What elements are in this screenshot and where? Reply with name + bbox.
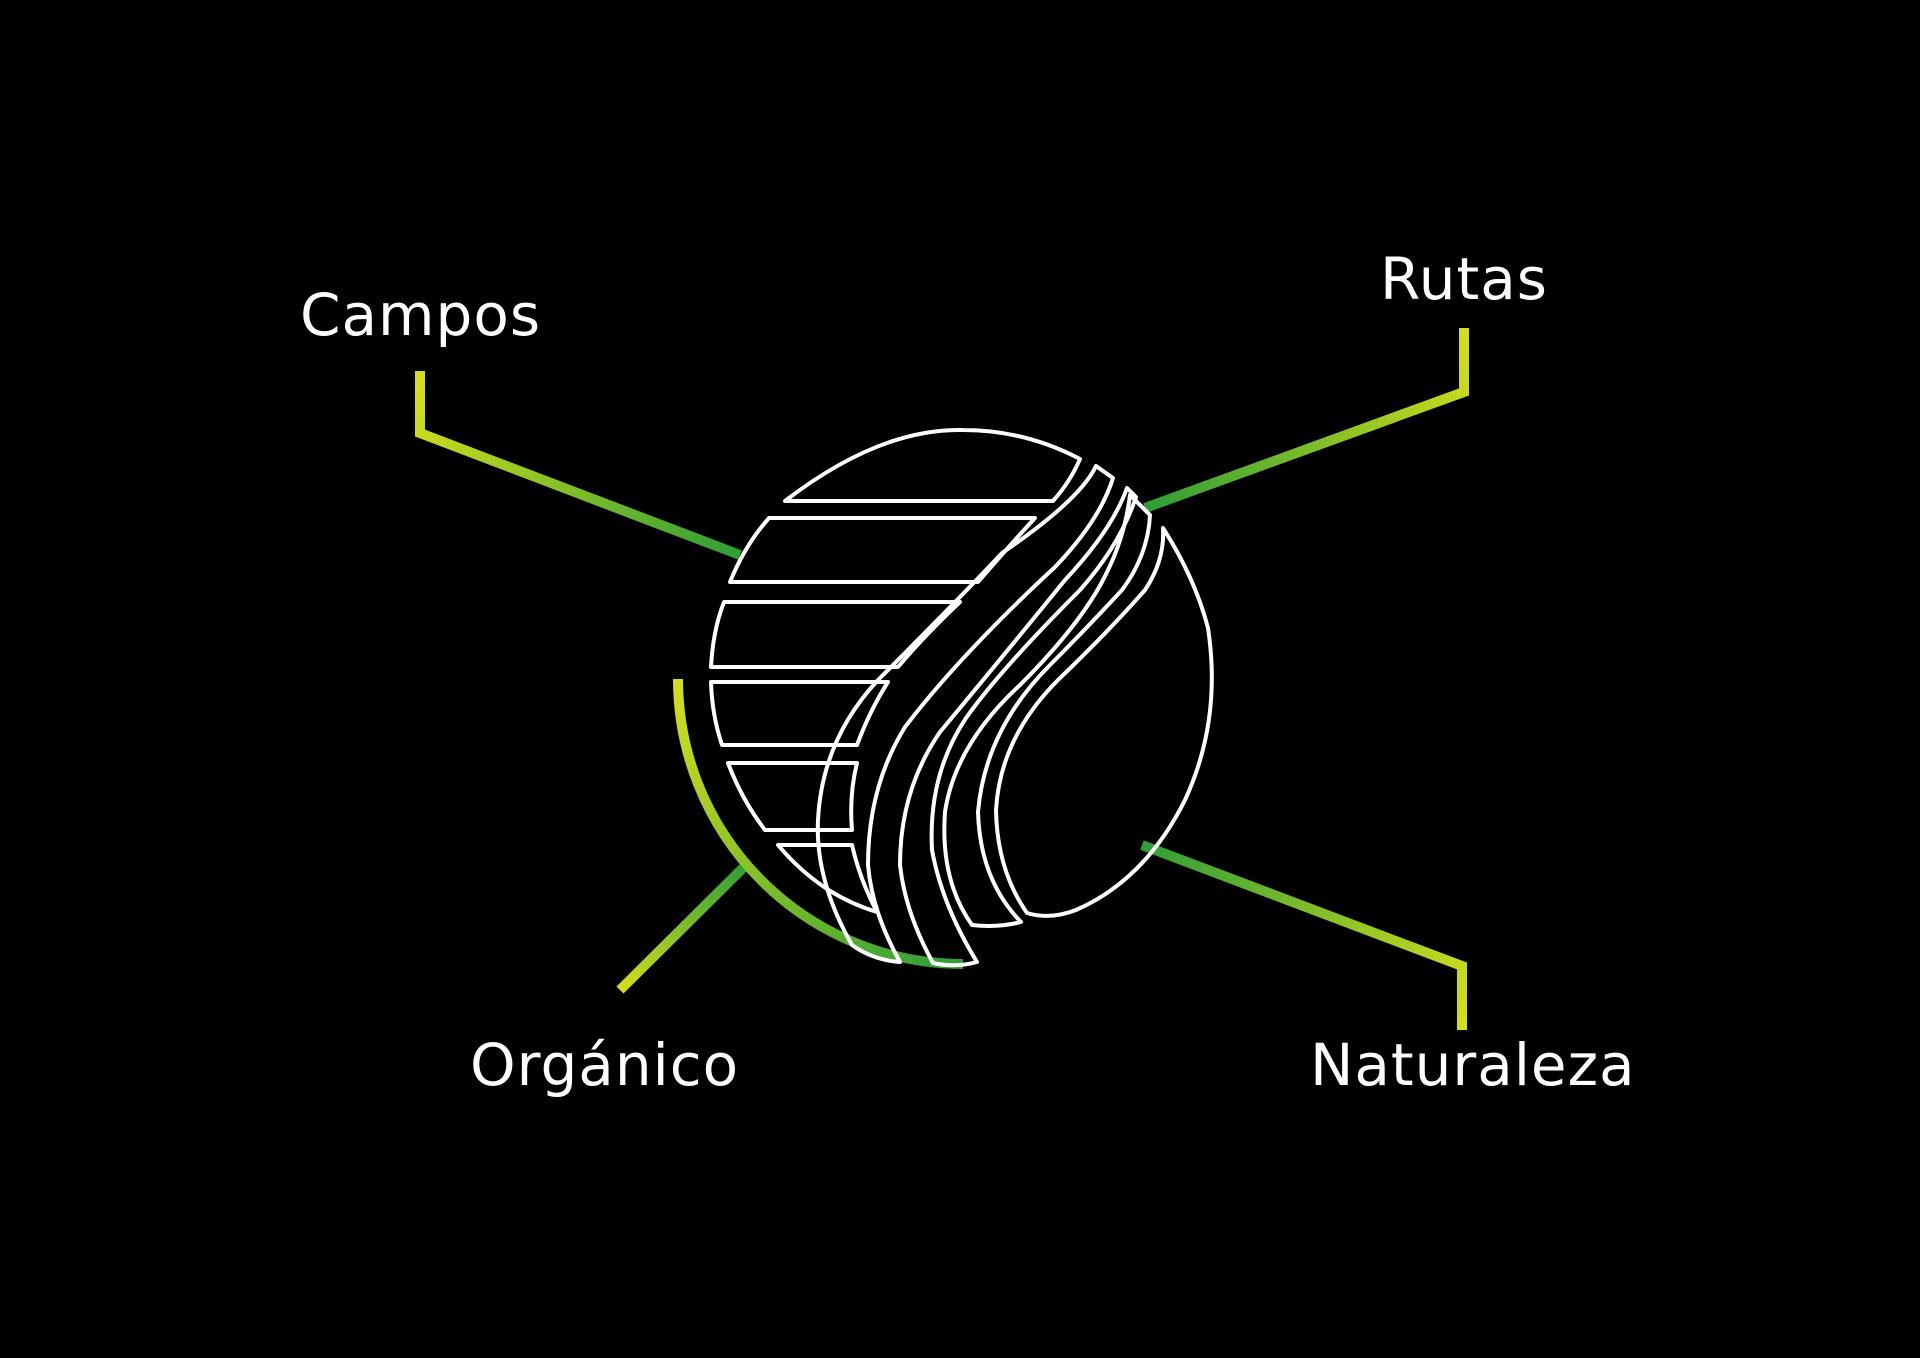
connector-campos: [415, 371, 742, 560]
connector-rutas: [1143, 328, 1469, 513]
field-strip-2: [728, 516, 1037, 584]
label-rutas: Rutas: [1380, 245, 1548, 313]
path-band-4: [994, 526, 1214, 918]
connector-naturaleza: [1140, 840, 1467, 1030]
organico-arc: [673, 678, 964, 969]
field-strip-4: [709, 680, 890, 747]
field-strip-5: [726, 761, 859, 832]
field-strip-1: [783, 427, 1082, 503]
connector-organico: [616, 862, 749, 994]
leaf-fields-globe-icon: [709, 427, 1214, 968]
path-band-1: [815, 464, 1115, 964]
path-band-3: [942, 493, 1152, 928]
label-campos: Campos: [300, 281, 542, 349]
path-band-2: [898, 486, 1138, 968]
label-naturaleza: Naturaleza: [1310, 1031, 1636, 1099]
label-organico: Orgánico: [470, 1031, 740, 1099]
field-strip-3: [709, 600, 962, 669]
